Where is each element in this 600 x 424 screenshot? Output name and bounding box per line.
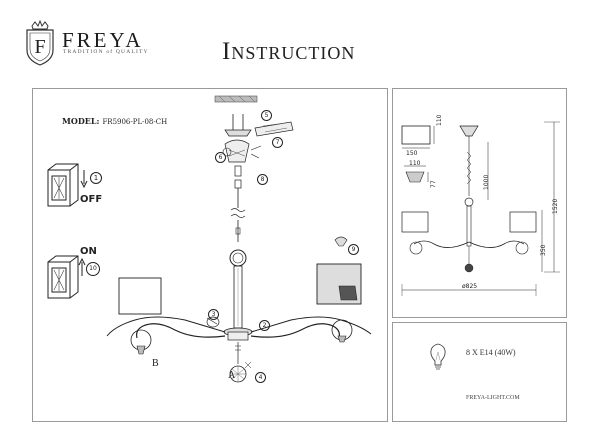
website-link[interactable]: FREYA-LIGHT.COM [466, 395, 520, 401]
brand-tagline: TRADITION of QUALITY [63, 49, 149, 55]
part-letter-b: B [152, 358, 159, 369]
switch-off-diagram [44, 160, 84, 210]
up-arrow-icon [78, 257, 86, 280]
step-10-marker: 10 [86, 262, 100, 276]
bulb-spec: 8 X E14 (40W) [466, 348, 516, 357]
freya-logo: F [22, 19, 58, 66]
step-7-marker: 7 [272, 137, 283, 148]
bulb-panel [392, 322, 567, 422]
dim-total-height: 1520 [552, 198, 559, 214]
switch-on-label: ON [80, 246, 97, 257]
dim-chain-length: 1000 [483, 174, 490, 190]
assembly-panel [32, 88, 388, 422]
dim-diameter: ø825 [462, 283, 478, 290]
specs-panel [392, 88, 567, 318]
step-2-marker: 2 [259, 320, 270, 331]
dim-shade-width: 150 [406, 150, 418, 157]
bulb-icon [428, 342, 448, 376]
model-code: FR5906-PL-08-CH [102, 118, 168, 126]
dim-shade-height: 110 [436, 114, 443, 126]
step-9-marker: 9 [348, 244, 359, 255]
brand-name: FREYA [62, 28, 144, 52]
dim-arm-height: 350 [540, 244, 547, 256]
model-label: MODEL:FR5906-PL-08-CH [62, 116, 167, 126]
chandelier-assembly-drawing [95, 92, 385, 412]
switch-off-label: OFF [80, 194, 103, 205]
step-8-marker: 8 [257, 174, 268, 185]
page-title: Instruction [222, 38, 356, 65]
dimension-drawing [394, 92, 564, 314]
switch-on-diagram [44, 252, 84, 302]
model-prefix: MODEL: [62, 116, 100, 126]
step-1-marker: 1 [90, 172, 102, 184]
step-3-marker: 3 [208, 309, 219, 320]
dim-cup-width: 110 [409, 160, 421, 167]
svg-text:F: F [34, 36, 45, 58]
down-arrow-icon [80, 170, 88, 192]
part-letter-a: A [228, 370, 236, 381]
step-6-marker: 6 [215, 152, 226, 163]
step-4-marker: 4 [255, 372, 266, 383]
dim-cup-height: 77 [430, 180, 437, 188]
step-5-marker: 5 [261, 110, 272, 121]
